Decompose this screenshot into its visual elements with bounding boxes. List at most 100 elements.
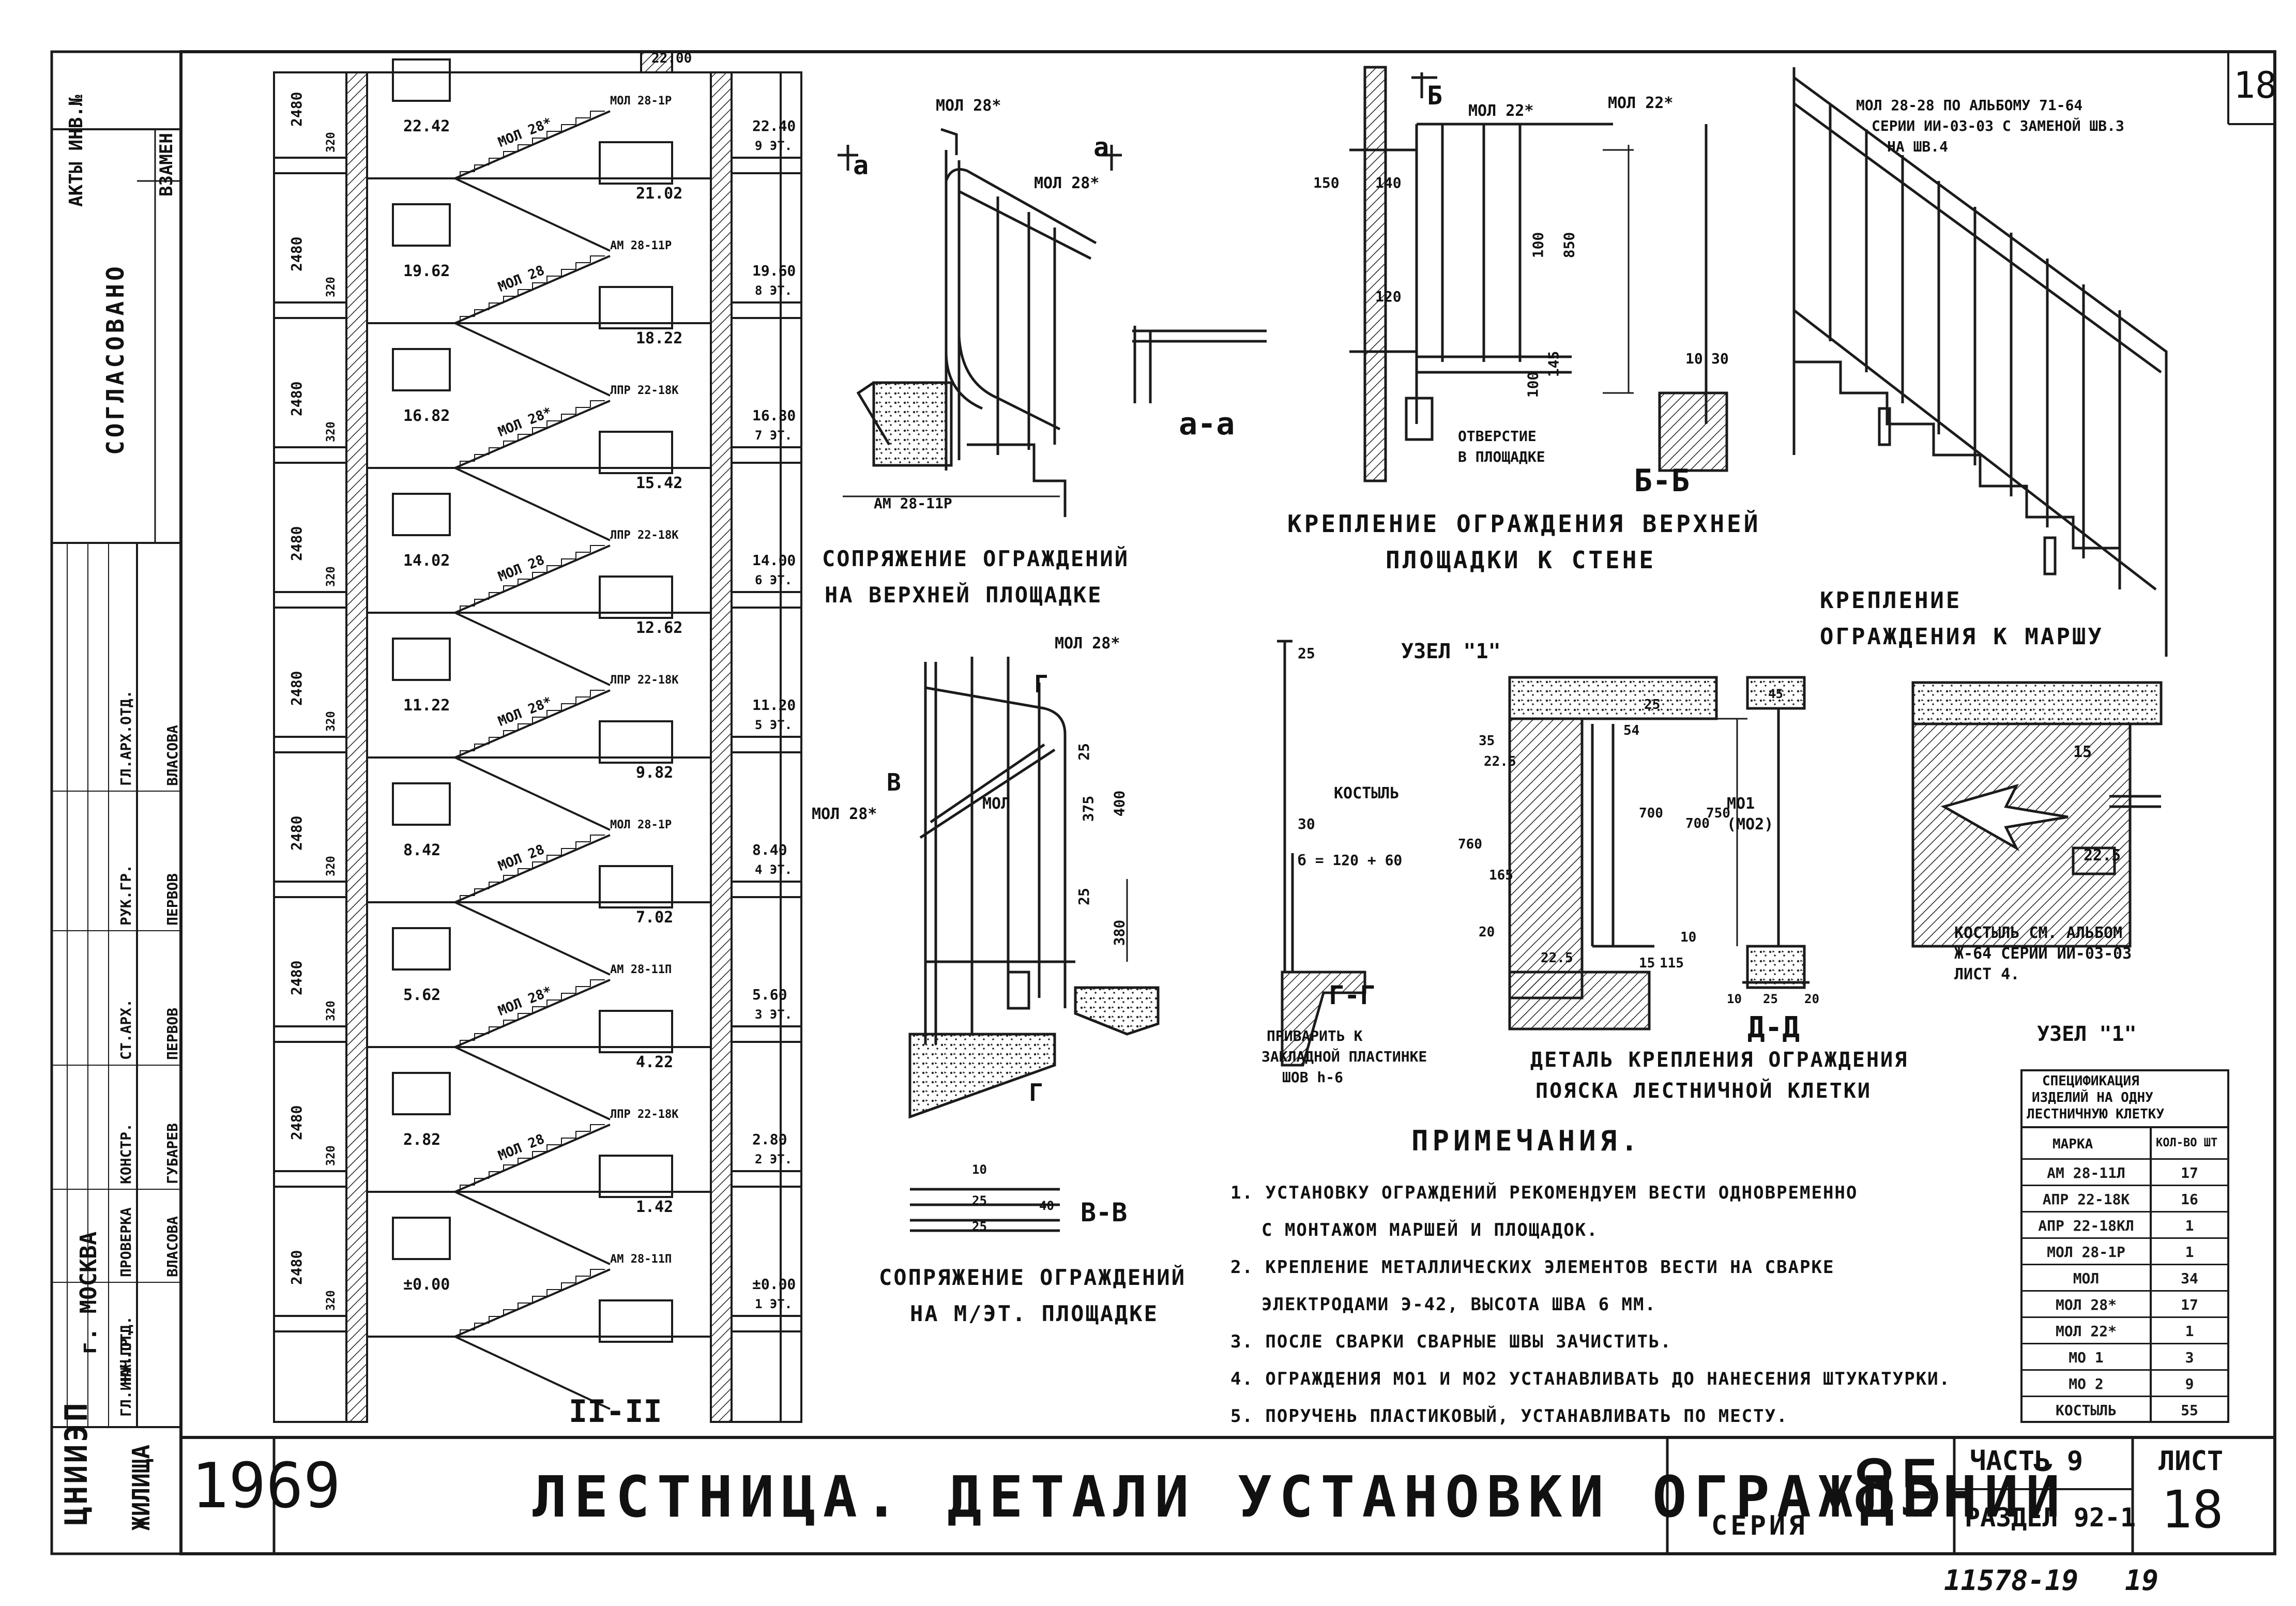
spec-mark: МОЛ — [2073, 1270, 2100, 1287]
stair-steps — [460, 1269, 605, 1337]
spec-col-qty: КОЛ-ВО ШТ — [2156, 1137, 2218, 1149]
detail-g-note-2: ЗАКЛАДНОЙ ПЛАСТИНКЕ — [1261, 1048, 1427, 1065]
floor-slab-right — [731, 591, 802, 609]
detail-a-caption: СОПРЯЖЕНИЕ ОГРАЖДЕНИЙ — [822, 546, 1130, 571]
detail-b-dim-120: 120 — [1375, 288, 1402, 305]
node-1b-note-1: КОСТЫЛЬ СМ. АЛЬБОМ — [1954, 924, 2123, 942]
detail-v-small-10: 10 — [972, 1162, 987, 1177]
node-1b-dim-1: 22.5 — [2084, 846, 2121, 865]
note-item: 3. ПОСЛЕ СВАРКИ СВАРНЫЕ ШВЫ ЗАЧИСТИТЬ. — [1230, 1331, 1672, 1352]
spec-mark: АМ 28-11Л — [2047, 1164, 2125, 1181]
sidebar-name: ПЕРВОВ — [164, 1007, 181, 1060]
stair-flight — [454, 901, 611, 976]
level-mark-left: 11.22 — [403, 696, 450, 715]
detail-b-dim-100b: 100 — [1524, 371, 1542, 398]
floor-slab-left — [273, 157, 347, 174]
window — [599, 865, 673, 908]
detail-v-small-25: 25 — [972, 1193, 987, 1208]
node-1-dim: 700 — [1639, 806, 1663, 821]
slab-dim: 320 — [325, 132, 338, 153]
detail-b-tag-1: МОЛ 22* — [1468, 102, 1534, 120]
spec-row: МОЛ 22*1 — [2021, 1316, 2228, 1344]
floor-height-dim: 2480 — [288, 526, 305, 561]
spec-title: СПЕЦИФИКАЦИЯ — [2042, 1073, 2139, 1089]
detail-a-section: а-а — [1179, 406, 1235, 442]
level-mark-right: 19.60 — [752, 262, 796, 279]
floor-slab-left — [273, 1170, 347, 1188]
sidebar-role: ГЛ.АРХ.ОТД. — [117, 690, 134, 786]
detail-v-dim-400: 400 — [1111, 790, 1128, 817]
floor-height-dim: 2480 — [288, 1250, 305, 1285]
window — [392, 1217, 451, 1260]
window — [599, 1299, 673, 1343]
detail-v-dim-25b: 25 — [1075, 888, 1092, 905]
node-1b-note-3: ЛИСТ 4. — [1954, 965, 2020, 983]
node-1b-dim-2: 15 — [2073, 743, 2092, 761]
detail-b-note: ОТВЕРСТИЕ — [1458, 428, 1537, 445]
floor-slab-left — [273, 736, 347, 753]
spec-mark: АПР 22-18КЛ — [2038, 1217, 2134, 1234]
node-1-caption: ДЕТАЛЬ КРЕПЛЕНИЯ ОГРАЖДЕНИЯ — [1530, 1048, 1909, 1072]
floor-slab-left — [273, 1025, 347, 1043]
stair-steps — [460, 1124, 605, 1192]
level-mark-left: 14.02 — [403, 552, 450, 570]
detail-b-dim-100: 100 — [1529, 232, 1547, 259]
level-mark-mid: 9.82 — [636, 764, 674, 782]
detail-b-section: Б-Б — [1634, 463, 1690, 499]
detail-v-dim-375: 375 — [1079, 795, 1097, 822]
note-item: ЭЛЕКТРОДАМИ Э-42, ВЫСОТА ШВА 6 ММ. — [1261, 1294, 1656, 1315]
section-label: РАЗДЕЛ 92-1 — [1965, 1503, 2136, 1533]
sidebar-soglasovano: СОГЛАСОВАНО — [101, 263, 129, 455]
node-1-dim: 22.5 — [1541, 950, 1573, 966]
sidebar-name: ВЛАСОВА — [164, 724, 181, 786]
slab-dim: 320 — [325, 277, 338, 297]
sheet-number: 18 — [2161, 1479, 2224, 1540]
level-mark-left: 2.82 — [403, 1131, 441, 1149]
slab-dim: 320 — [325, 711, 338, 732]
element-tag: ЛПР 22-18К — [610, 384, 679, 397]
window — [392, 638, 451, 681]
detail-b-tag-2: МОЛ 22* — [1608, 94, 1674, 112]
level-mark-mid: 18.22 — [636, 329, 683, 347]
detail-g-tag: КОСТЫЛЬ — [1334, 784, 1400, 802]
stair-flight — [454, 756, 611, 831]
note-item: 5. ПОРУЧЕНЬ ПЛАСТИКОВЫЙ, УСТАНАВЛИВАТЬ П… — [1230, 1406, 1788, 1427]
node-1b-title: УЗЕЛ "1" — [2037, 1022, 2137, 1046]
floor-slab-right — [731, 736, 802, 753]
level-mark-right: ±0.00 — [752, 1276, 796, 1293]
window — [599, 575, 673, 619]
level-mark-right: 8.40 — [752, 841, 787, 858]
slab-dim: 320 — [325, 1001, 338, 1021]
element-tag: МОЛ 28-1Р — [610, 95, 672, 108]
detail-d-tag: МО1 — [1727, 795, 1755, 813]
detail-v-caption: СОПРЯЖЕНИЕ ОГРАЖДЕНИЙ — [879, 1265, 1187, 1290]
floor-label: 3 ЭТ. — [755, 1007, 793, 1022]
slab-dim: 320 — [325, 1145, 338, 1166]
element-tag: ЛПР 22-18К — [610, 1108, 679, 1121]
window — [599, 431, 673, 474]
note-item: 1. УСТАНОВКУ ОГРАЖДЕНИЙ РЕКОМЕНДУЕМ ВЕСТ… — [1230, 1183, 1858, 1203]
spec-qty: 3 — [2185, 1349, 2194, 1366]
window — [392, 493, 451, 536]
level-mark-right: 22.40 — [752, 117, 796, 134]
spec-table: СПЕЦИФИКАЦИЯ ИЗДЕЛИЙ НА ОДНУ ЛЕСТНИЧНУЮ … — [2021, 1070, 2228, 1422]
level-mark-left: 19.62 — [403, 262, 450, 280]
level-mark-right: 5.60 — [752, 986, 787, 1003]
sheet-label: ЛИСТ — [2158, 1446, 2224, 1477]
detail-a-cut-left: а — [853, 150, 869, 180]
detail-v-dim-380: 380 — [1111, 919, 1128, 946]
level-mark-right: 2.80 — [752, 1131, 787, 1148]
detail-b-dim-850: 850 — [1560, 232, 1578, 259]
detail-v-section: В-В — [1081, 1198, 1128, 1228]
level-mark-mid: 15.42 — [636, 474, 683, 492]
notes-title: ПРИМЕЧАНИЯ. — [1411, 1125, 1642, 1157]
floor-height-dim: 2480 — [288, 92, 305, 127]
detail-a-tag-3: АМ 28-11Р — [874, 495, 952, 512]
detail-v-small-40: 40 — [1039, 1199, 1054, 1213]
floor-slab-right — [731, 301, 802, 319]
node-1-dim: 750 — [1706, 806, 1730, 821]
